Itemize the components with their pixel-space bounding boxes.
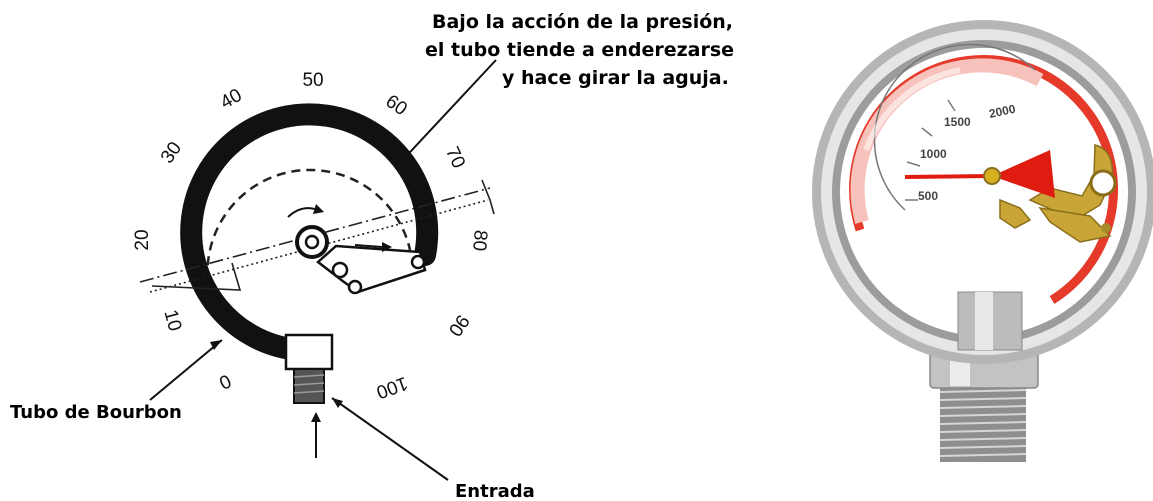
bourdon-tube: [180, 103, 439, 361]
gauge-pivot: [983, 167, 1001, 185]
scale-mark-30: 30: [157, 138, 186, 167]
schematic-gauge: 0 10 20 30 40 50 60 70 80 90 100 Bajo la…: [10, 11, 734, 501]
pressure-leader-line: [397, 59, 497, 166]
scale-mark-80: 80: [468, 229, 491, 252]
tube-label: Tubo de Bourbon: [10, 402, 182, 423]
dial-label-500: 500: [918, 189, 938, 203]
tube-dashed-outline: [206, 168, 412, 296]
scale-mark-20: 20: [132, 229, 153, 250]
gauge-red-sector: [992, 150, 1055, 198]
inlet-label: Entrada: [455, 481, 535, 501]
gauge-dial-face: [840, 48, 1128, 336]
dial-label-1500: 1500: [944, 115, 971, 129]
threaded-stem: [293, 368, 325, 404]
photo-gauge: 500 1000 1500 2000: [812, 20, 1153, 462]
scale-mark-40: 40: [217, 85, 246, 114]
dial-label-2000: 2000: [988, 102, 1017, 121]
linkage-pin-tube: [410, 254, 426, 270]
dial-label-1000: 1000: [920, 147, 947, 161]
scale-mark-10: 10: [159, 308, 185, 334]
inlet-leader-line: [331, 397, 449, 481]
scale-mark-0: 0: [216, 371, 234, 395]
tube-leader-line: [149, 339, 223, 401]
pressure-annotation-line1: Bajo la acción de la presión,: [432, 11, 733, 33]
linkage-pin-right: [347, 279, 363, 295]
gauge-mechanism: [999, 144, 1117, 243]
dial-scale-arc: [873, 43, 1036, 211]
scale-mark-70: 70: [441, 144, 469, 172]
pivot-center: [304, 234, 320, 250]
gauge-needle: [904, 174, 993, 179]
scale-mark-60: 60: [381, 91, 410, 120]
linkage: [316, 242, 427, 295]
scale-mark-90: 90: [444, 310, 473, 339]
linkage-pin-left: [331, 261, 349, 279]
scale-mark-100: 100: [373, 372, 410, 403]
inlet-socket: [284, 333, 334, 371]
pressure-annotation-line2: el tubo tiende a enderezarse: [425, 39, 734, 61]
scale-mark-50: 50: [302, 70, 323, 91]
pressure-annotation-line3: y hace girar la aguja.: [502, 67, 729, 89]
